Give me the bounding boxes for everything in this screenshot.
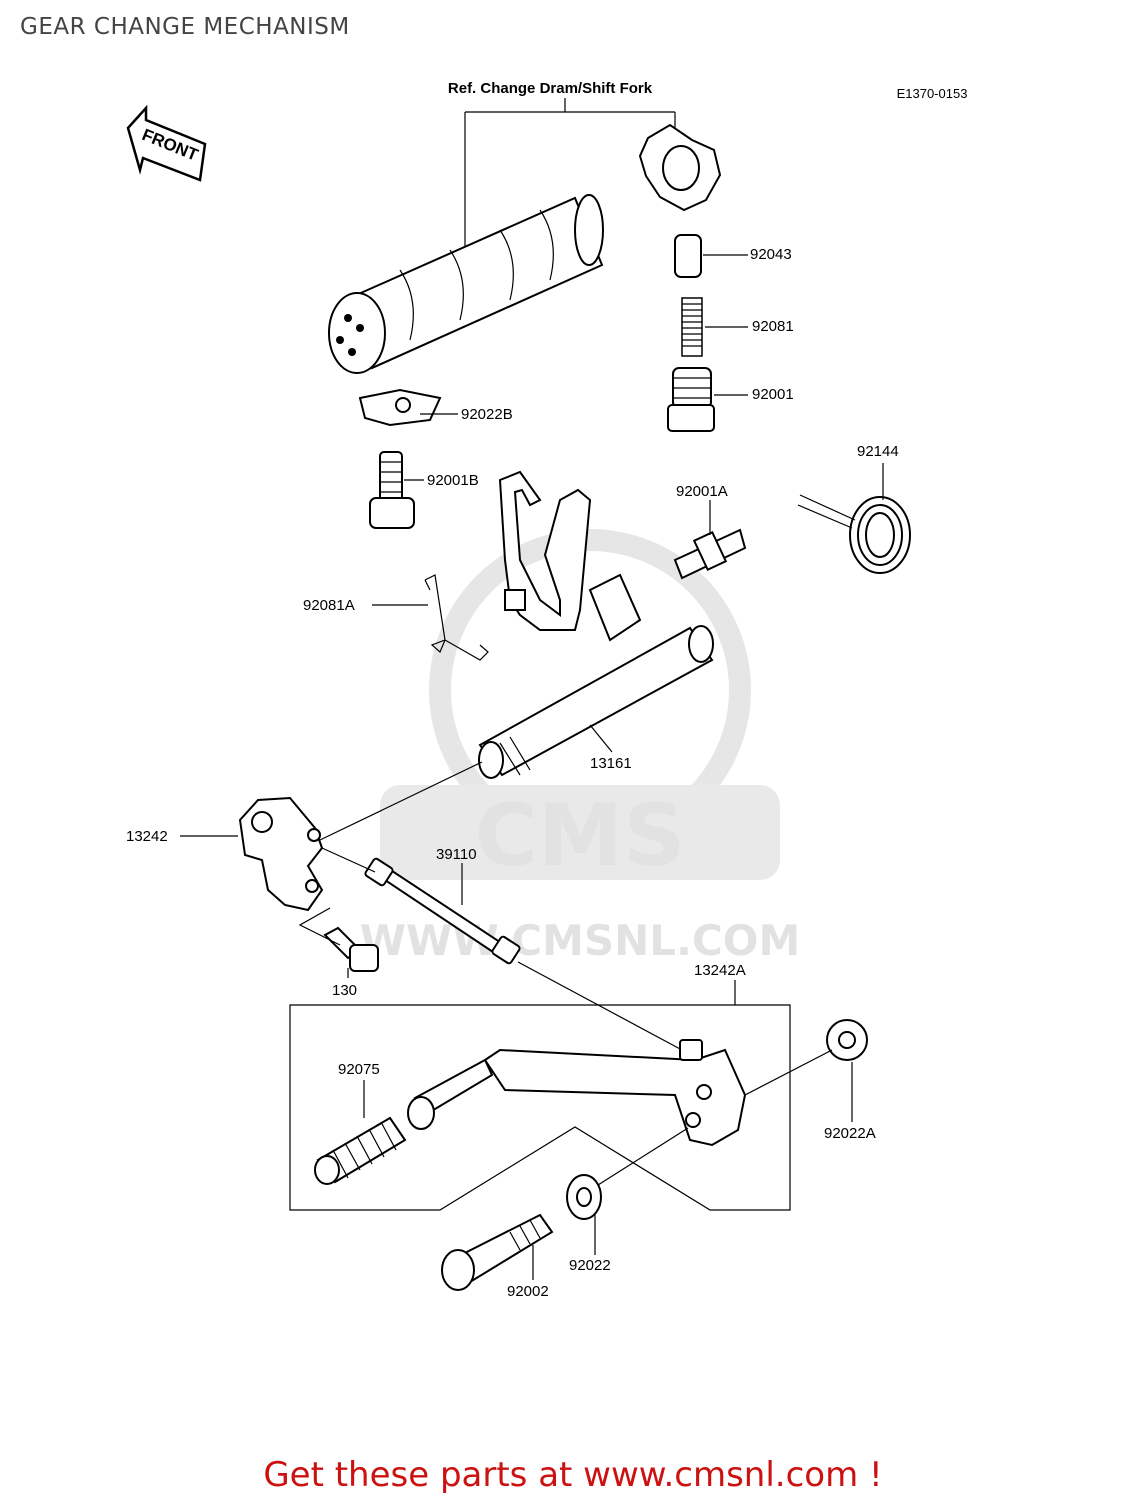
part-label: 92144 xyxy=(857,443,899,460)
pin-92043-icon xyxy=(674,234,702,278)
watermark: CMS WWW.CMSNL.COM xyxy=(360,529,801,965)
part-label: 92022 xyxy=(569,1257,611,1274)
bolt-130-icon xyxy=(323,926,379,972)
leader-washer-92022-to-pedal xyxy=(597,1127,689,1186)
shift-mechanism-arm-icon xyxy=(498,470,642,642)
spring-92081-icon xyxy=(681,297,703,357)
watermark-url: WWW.CMSNL.COM xyxy=(360,916,801,965)
tie-rod-39110-icon xyxy=(364,857,521,965)
front-arrow-icon: FRONT xyxy=(126,104,207,182)
watermark-logo-box xyxy=(380,785,780,880)
watermark-logo-text: CMS xyxy=(475,786,686,886)
plug-92001-icon xyxy=(667,367,715,432)
part-label: 92081 xyxy=(752,318,794,335)
reference-bracket xyxy=(464,98,676,250)
leader-washer-to-pedal xyxy=(744,1049,833,1096)
star-plate-hole xyxy=(662,145,700,191)
washer-92022-icon xyxy=(566,1174,602,1220)
part-label: 92002 xyxy=(507,1283,549,1300)
part-label: 92022B xyxy=(461,406,513,423)
leader-13161 xyxy=(589,724,613,753)
bolt-92001b-icon xyxy=(369,451,415,529)
part-label: 13242 xyxy=(126,828,168,845)
spring-92081a-icon xyxy=(424,574,489,661)
part-label: 92001B xyxy=(427,472,479,489)
bolt-92002-icon xyxy=(441,1213,554,1291)
washer-92022a-icon xyxy=(826,1019,868,1061)
page-title: GEAR CHANGE MECHANISM xyxy=(20,14,350,40)
part-label: 130 xyxy=(332,982,357,999)
part-label: 39110 xyxy=(436,846,477,863)
leader-rod-to-clamp xyxy=(321,847,376,873)
shift-pedal-icon xyxy=(483,1039,747,1147)
leader-shaft-to-clamp xyxy=(319,761,483,841)
part-label: 92001A xyxy=(676,483,728,500)
coil-spring-92144-icon xyxy=(797,494,911,574)
footer-promo-link[interactable]: Get these parts at www.cmsnl.com ! xyxy=(263,1455,883,1495)
part-label: 92001 xyxy=(752,386,794,403)
diagram-code: E1370-0153 xyxy=(897,86,968,101)
assembly-13242a-bracket xyxy=(289,1004,791,1211)
shaft-13161-icon xyxy=(478,625,714,779)
shift-drum-icon xyxy=(328,194,604,374)
leader-130 xyxy=(298,907,349,978)
part-label: 13161 xyxy=(590,755,632,772)
part-label: 92043 xyxy=(750,246,792,263)
part-label: 92022A xyxy=(824,1125,876,1142)
part-label: 13242A xyxy=(694,962,746,979)
reference-label: Ref. Change Dram/Shift Fork xyxy=(448,80,653,97)
rubber-92075-icon xyxy=(314,1116,407,1185)
front-arrow-shape xyxy=(126,104,207,182)
leader-rod-to-pedal xyxy=(517,961,683,1051)
stud-92001a-icon xyxy=(673,528,747,580)
part-label: 92075 xyxy=(338,1061,380,1078)
part-label: 92081A xyxy=(303,597,355,614)
clamp-lever-13242-icon xyxy=(238,796,324,912)
